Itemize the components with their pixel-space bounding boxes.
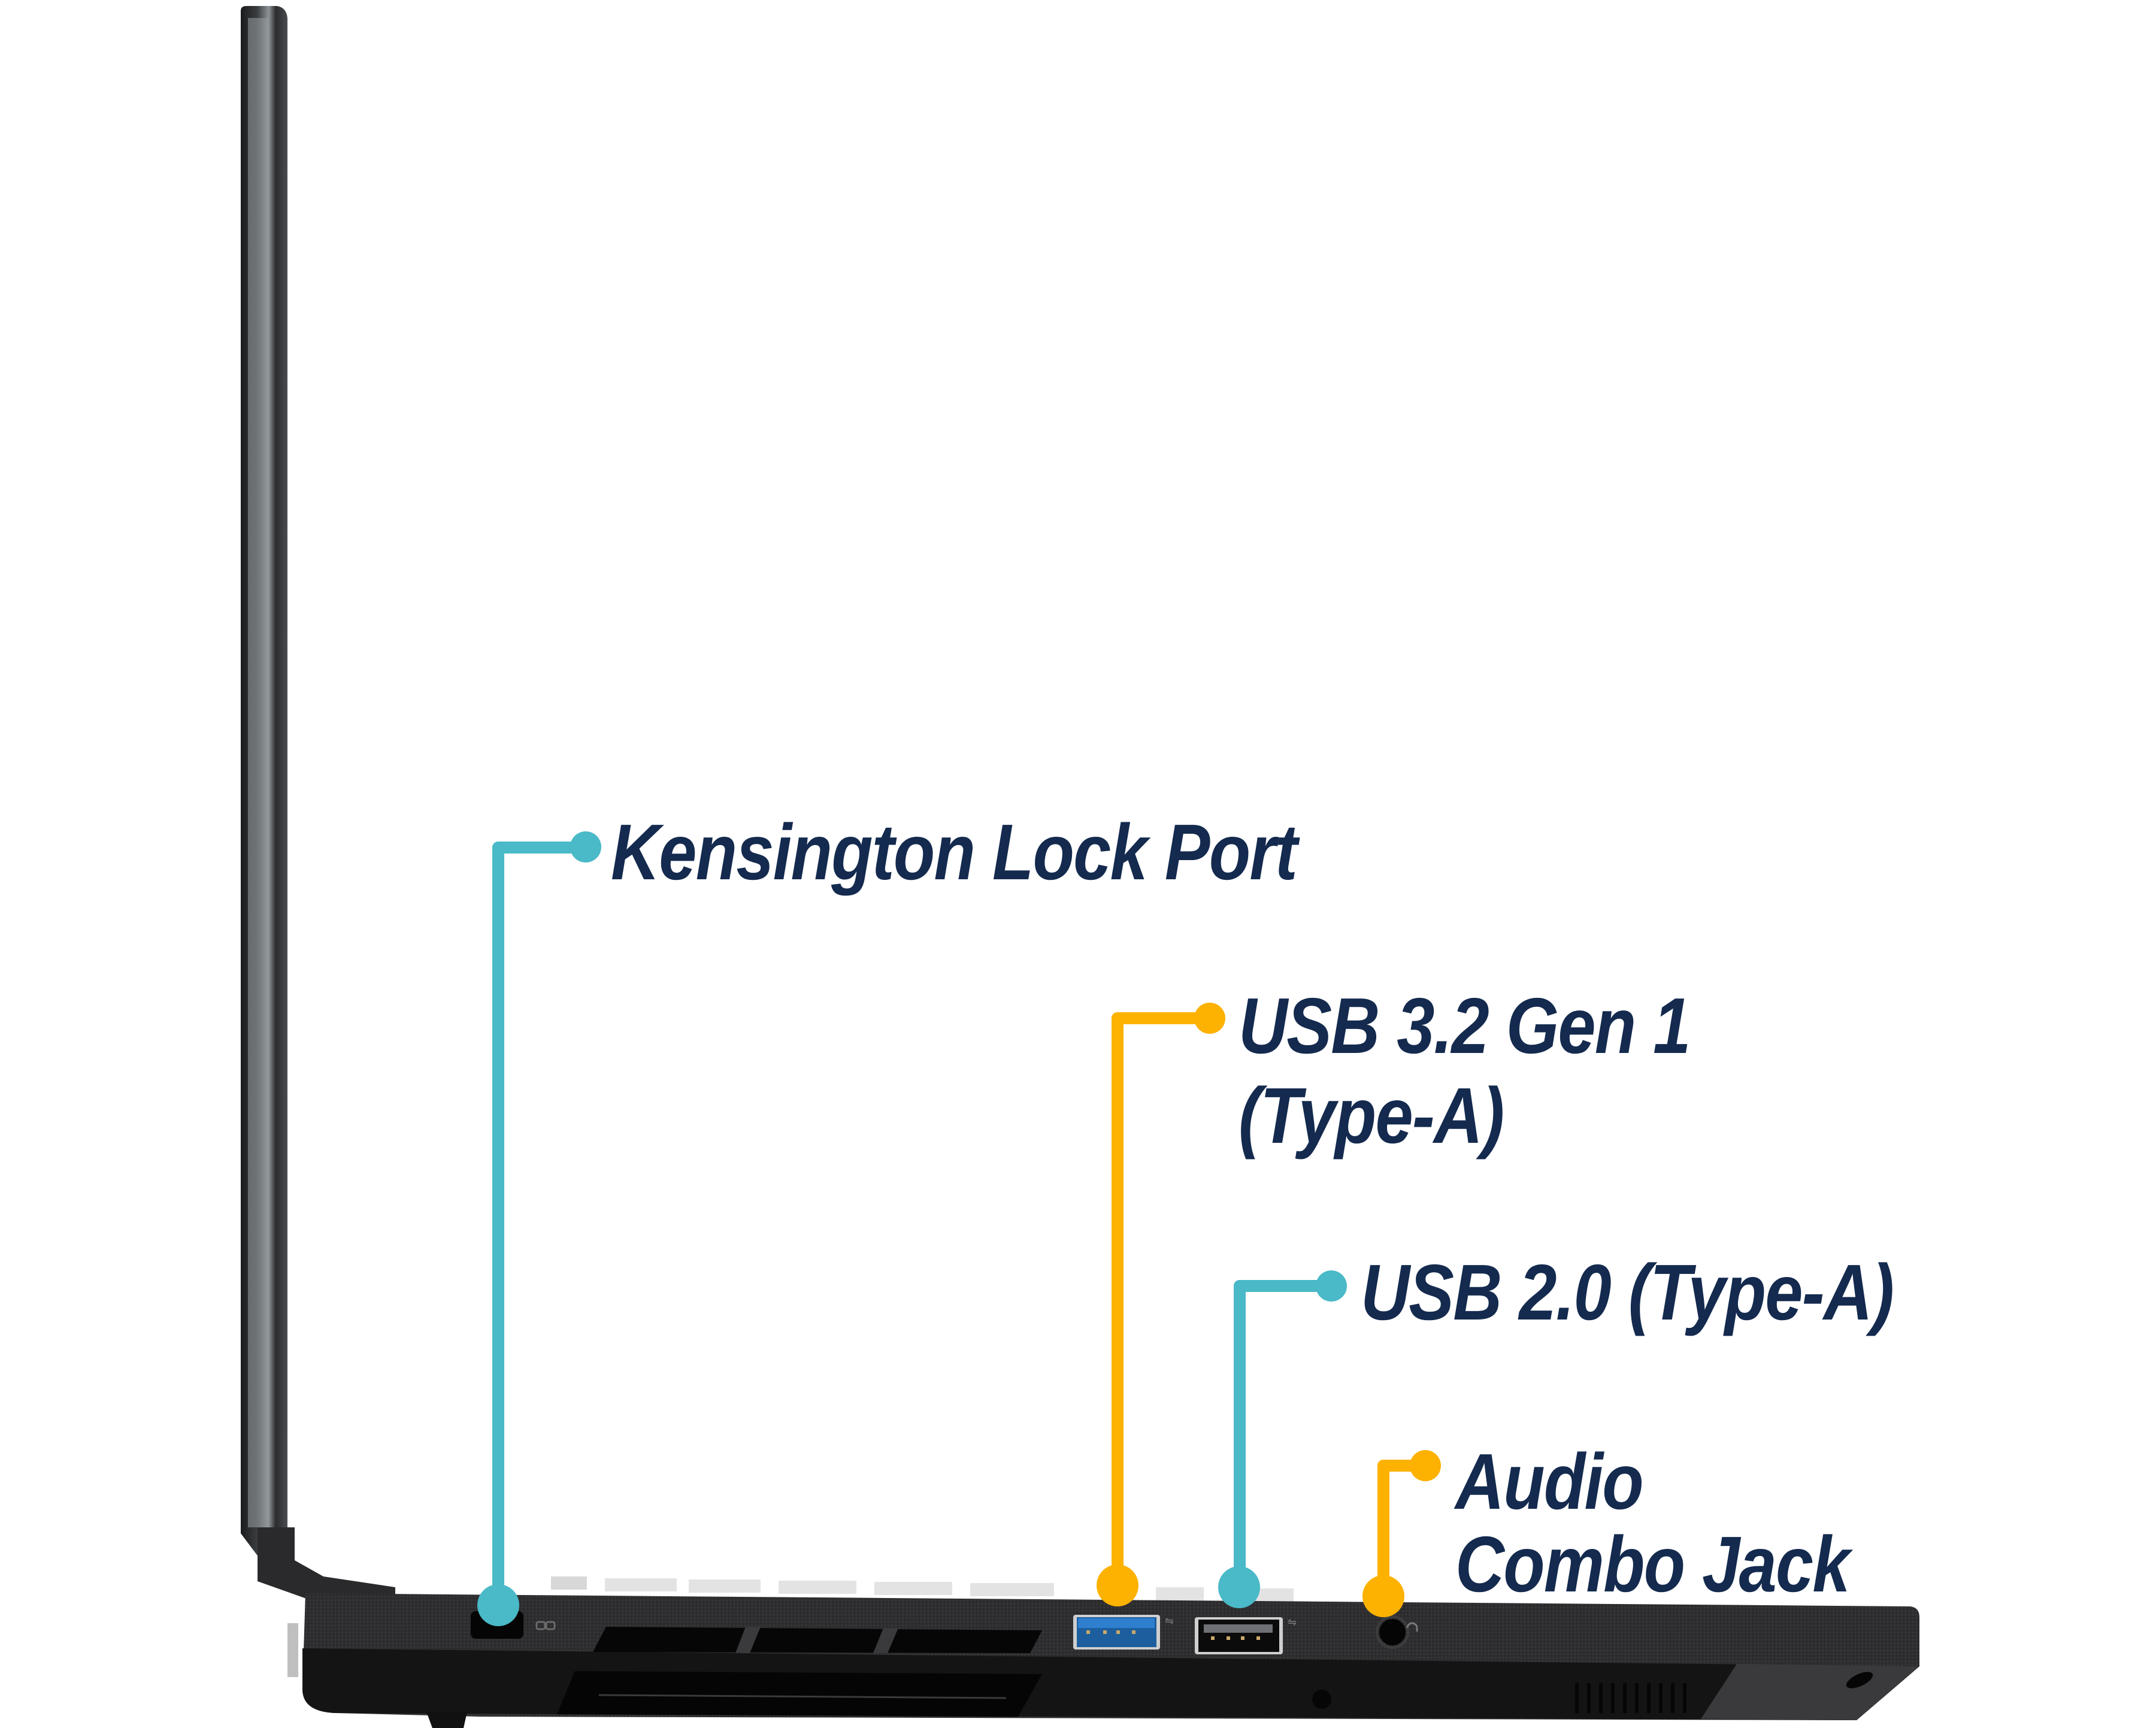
speaker-grille bbox=[1575, 1683, 1686, 1713]
keyboard-keys bbox=[551, 1576, 1294, 1602]
usb-3.2-gen1-port: ⇋ bbox=[1073, 1615, 1174, 1650]
usb-icon: ⇋ bbox=[1165, 1615, 1174, 1627]
kensington-label: Kensington Lock Port bbox=[611, 807, 1298, 897]
audio-label: Audio Combo Jack bbox=[1455, 1438, 1851, 1608]
label-line: Combo Jack bbox=[1455, 1520, 1851, 1608]
laptop-base bbox=[287, 1593, 1919, 1720]
usb32-label: USB 3.2 Gen 1 (Type-A) bbox=[1239, 981, 1691, 1161]
label-line: Audio bbox=[1455, 1438, 1644, 1526]
label-line: USB 2.0 (Type-A) bbox=[1361, 1248, 1894, 1336]
label-dot bbox=[1410, 1450, 1441, 1481]
connector-line bbox=[492, 842, 504, 1605]
connector-line bbox=[1377, 1460, 1389, 1596]
connector-line bbox=[1112, 1012, 1210, 1024]
usb-icon: ⇋ bbox=[1288, 1616, 1297, 1629]
audio-combo-jack bbox=[1376, 1615, 1418, 1649]
label-dot bbox=[1316, 1270, 1347, 1302]
lock-icon bbox=[535, 1621, 556, 1630]
label-dot bbox=[1194, 1003, 1225, 1034]
connector-line bbox=[1234, 1280, 1331, 1292]
lower-vent bbox=[557, 1671, 1042, 1717]
port-dot bbox=[1362, 1575, 1404, 1617]
label-line: USB 3.2 Gen 1 bbox=[1239, 982, 1691, 1070]
connector-line bbox=[492, 842, 586, 854]
connector-line bbox=[1234, 1280, 1246, 1587]
port-dot bbox=[477, 1584, 519, 1626]
side-hole bbox=[1846, 1672, 1873, 1688]
headset-icon bbox=[1406, 1622, 1418, 1632]
label-dot bbox=[570, 831, 601, 863]
bottom-screw-hole bbox=[1312, 1690, 1331, 1709]
upper-vent bbox=[593, 1627, 1042, 1653]
usb-2.0-port: ⇋ bbox=[1195, 1616, 1297, 1654]
port-dot bbox=[1218, 1566, 1260, 1608]
laptop-lid bbox=[241, 6, 395, 1600]
usb20-label: USB 2.0 (Type-A) bbox=[1361, 1248, 1894, 1337]
rubber-foot bbox=[426, 1712, 467, 1728]
label-line: (Type-A) bbox=[1239, 1072, 1504, 1160]
port-dot bbox=[1097, 1564, 1138, 1606]
label-line: Kensington Lock Port bbox=[611, 808, 1298, 896]
connector-line bbox=[1112, 1012, 1124, 1585]
